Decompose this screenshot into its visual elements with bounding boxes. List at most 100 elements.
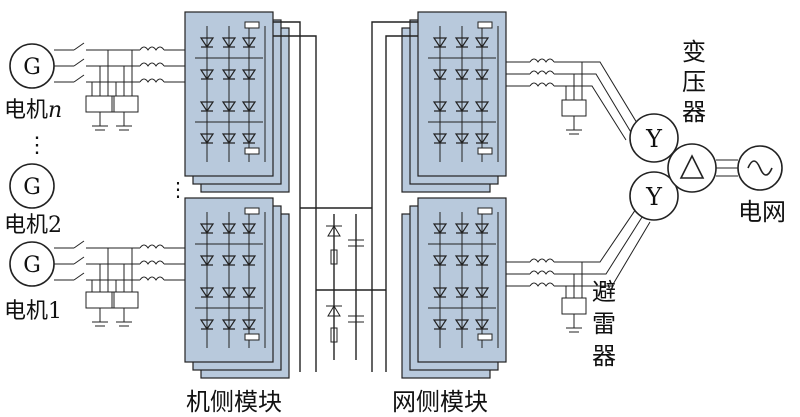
diode-m3-11 [474, 319, 490, 331]
diode-m0-9 [241, 69, 257, 81]
dc-capacitor-top [348, 239, 364, 247]
diode-m0-3 [199, 133, 215, 145]
generator-n-label-index: n [48, 98, 62, 123]
diode-m0-10 [241, 101, 257, 113]
transformer-wye-bottom [629, 171, 679, 221]
diode-m2-9 [474, 69, 490, 81]
diode-m1-9 [241, 255, 257, 267]
generator-n: G [9, 43, 55, 89]
diode-m2-11 [474, 133, 490, 145]
diode-m2-6 [454, 101, 470, 113]
module-ellipsis: ⋮ [168, 177, 188, 201]
diode-m3-7 [454, 319, 470, 331]
grid-label: 电网 [738, 198, 786, 226]
module-bus-2 [428, 26, 499, 162]
diode-m3-8 [474, 223, 490, 235]
diode-m0-8 [241, 37, 257, 49]
diode-m3-1 [432, 255, 448, 267]
diode-m1-10 [241, 287, 257, 299]
arrester-block-1 [85, 291, 115, 309]
diode-m1-2 [199, 287, 215, 299]
diode-m3-10 [474, 287, 490, 299]
diode-m2-3 [432, 133, 448, 145]
arrester-label: 避 雷 器 [592, 278, 624, 370]
diode-m1-6 [221, 287, 237, 299]
diode-m1-5 [221, 255, 237, 267]
module-resistor-0-1 [244, 147, 260, 155]
ac-wave-icon [747, 160, 773, 176]
capacitor-block-1 [111, 291, 139, 309]
diode-m0-7 [221, 133, 237, 145]
diode-m1-0 [199, 223, 215, 235]
generator-2: G [9, 163, 55, 209]
diode-m0-11 [241, 133, 257, 145]
transformer-wye-top [629, 113, 679, 163]
generator-ellipsis: ⋮ [26, 133, 48, 158]
feeder-1 [54, 240, 185, 327]
transformer-wye-bottom-symbol: Y [645, 183, 663, 211]
diode-m2-8 [474, 37, 490, 49]
grid-feeder-top [506, 58, 641, 141]
module-resistor-2-1 [477, 147, 493, 155]
dc-link [273, 21, 418, 372]
inductor-n [139, 46, 165, 83]
grid-arrester-block-bottom [561, 297, 587, 315]
feeder-n [54, 42, 185, 131]
diode-m3-6 [454, 287, 470, 299]
module-resistor-1-1 [244, 333, 260, 341]
arrester-label-line3: 器 [592, 342, 616, 370]
diode-m1-8 [241, 223, 257, 235]
transformer-delta-symbol [679, 154, 705, 179]
diode-m3-3 [432, 319, 448, 331]
generator-1-label: 电机1 [4, 299, 62, 324]
diode-m1-7 [221, 319, 237, 331]
module-bus-1 [195, 212, 266, 348]
crowbar-thyristor-bottom [326, 305, 342, 317]
diode-m2-10 [474, 101, 490, 113]
transformer-label-line3: 器 [682, 98, 706, 126]
diode-m0-1 [199, 69, 215, 81]
grid-arrester-block-top [561, 99, 587, 117]
module-resistor-3-0 [477, 207, 493, 215]
generator-1: G [9, 241, 55, 287]
diode-m0-5 [221, 69, 237, 81]
transformer-label: 变 压 器 [682, 38, 714, 126]
arrester-label-line2: 雷 [592, 310, 616, 338]
diode-m0-4 [221, 37, 237, 49]
diode-m2-7 [454, 133, 470, 145]
diode-m3-0 [432, 223, 448, 235]
grid-side-module-stack-top [401, 11, 507, 193]
machine-side-label: 机侧模块 [186, 388, 282, 416]
diode-m1-1 [199, 255, 215, 267]
diode-m3-5 [454, 255, 470, 267]
diode-m2-0 [432, 37, 448, 49]
transformer-wye-top-symbol: Y [645, 125, 663, 153]
crowbar-thyristor-top [326, 225, 342, 237]
module-resistor-2-0 [477, 21, 493, 29]
diode-m1-4 [221, 223, 237, 235]
arrester-label-line1: 避 [592, 278, 616, 306]
diode-m1-3 [199, 319, 215, 331]
generator-2-circle [9, 163, 55, 209]
dc-capacitor-bottom [348, 315, 364, 323]
generator-n-symbol: G [23, 55, 41, 80]
diode-m0-2 [199, 101, 215, 113]
switch-n [73, 42, 85, 83]
switch-1 [73, 240, 85, 281]
crowbar-resistor-top [330, 249, 338, 265]
diode-m3-9 [474, 255, 490, 267]
module-resistor-3-1 [477, 333, 493, 341]
module-resistor-1-0 [244, 207, 260, 215]
module-resistor-0-0 [244, 21, 260, 29]
diode-m3-4 [454, 223, 470, 235]
grid-source [716, 145, 783, 191]
generator-1-symbol: G [23, 253, 41, 278]
generator-n-label: 电机n [4, 98, 62, 123]
transformer-label-line2: 压 [682, 68, 706, 96]
diode-m0-0 [199, 37, 215, 49]
grid-side-label: 网侧模块 [392, 388, 488, 416]
power-device-grid [195, 21, 499, 348]
capacitor-block-n [111, 95, 139, 113]
crowbar-resistor-bottom [330, 327, 338, 343]
